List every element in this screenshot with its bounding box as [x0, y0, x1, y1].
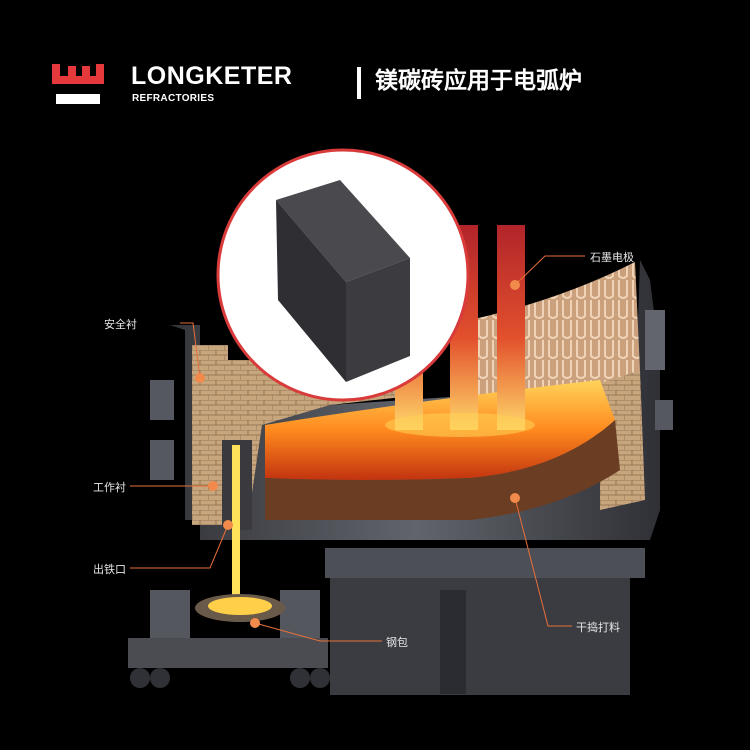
header: LONGKETER REFRACTORIES 镁碳砖应用于电弧炉 — [0, 0, 750, 120]
title-divider — [357, 67, 361, 99]
page-title: 镁碳砖应用于电弧炉 — [375, 68, 582, 94]
magnesia-carbon-brick-callout — [216, 148, 470, 402]
label-safety-lining: 安全衬 — [104, 318, 137, 331]
label-ladle: 钢包 — [386, 636, 408, 649]
label-dry-ramming: 干捣打料 — [576, 621, 620, 634]
crown-logo-icon — [52, 64, 104, 104]
label-working-lining: 工作衬 — [93, 481, 126, 494]
label-tap-hole: 出铁口 — [93, 563, 126, 576]
label-graphite-electrode: 石墨电极 — [590, 251, 634, 264]
tap-hole — [222, 440, 252, 605]
dry-ramming-mass — [265, 420, 620, 520]
brand-name: LONGKETER — [131, 62, 293, 90]
furnace-base — [325, 548, 645, 695]
marker-dots — [195, 280, 520, 628]
ladle-car — [128, 590, 330, 688]
leader-lines — [130, 255, 585, 642]
brand-subtitle: REFRACTORIES — [132, 93, 215, 104]
working-lining-bricks — [228, 360, 420, 520]
